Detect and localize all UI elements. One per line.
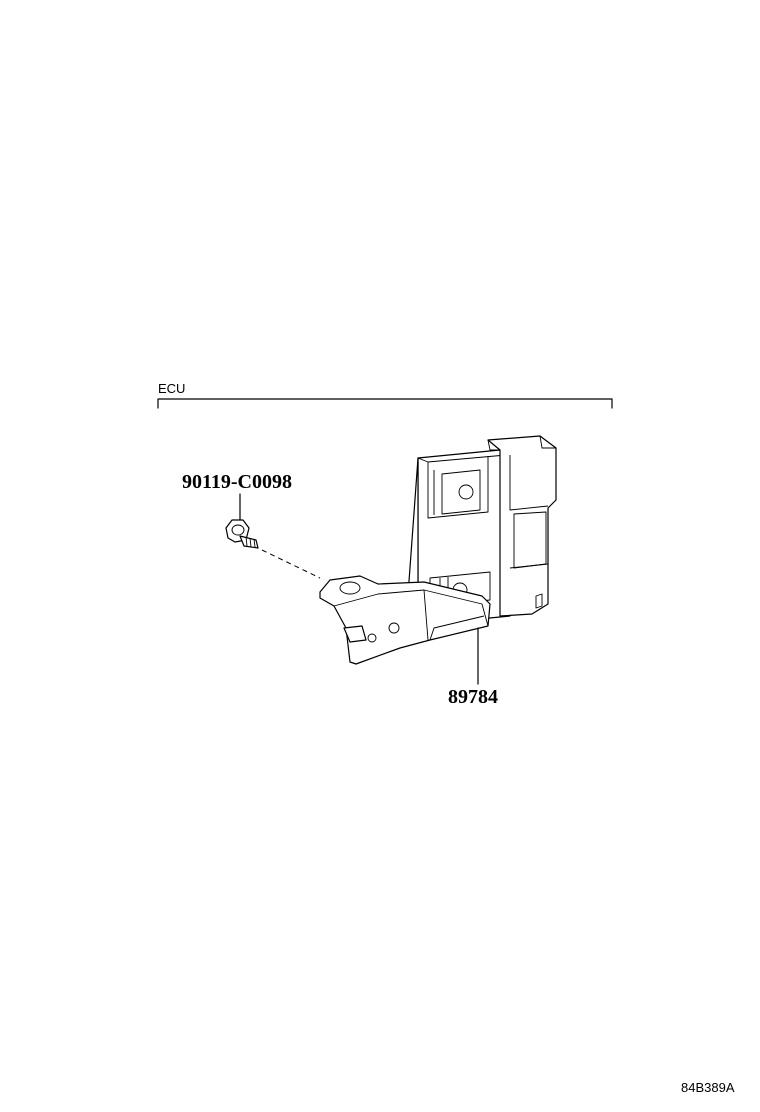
diagram-code: 84B389A — [681, 1080, 735, 1095]
bracket-part-number: 89784 — [448, 686, 498, 708]
section-label: ECU — [158, 381, 185, 396]
section-bracket-line — [157, 398, 613, 409]
alignment-dashed-line — [261, 549, 321, 579]
bolt-part-number: 90119-C0098 — [182, 471, 292, 493]
mounting-bracket — [319, 575, 491, 665]
bolt — [225, 519, 259, 549]
